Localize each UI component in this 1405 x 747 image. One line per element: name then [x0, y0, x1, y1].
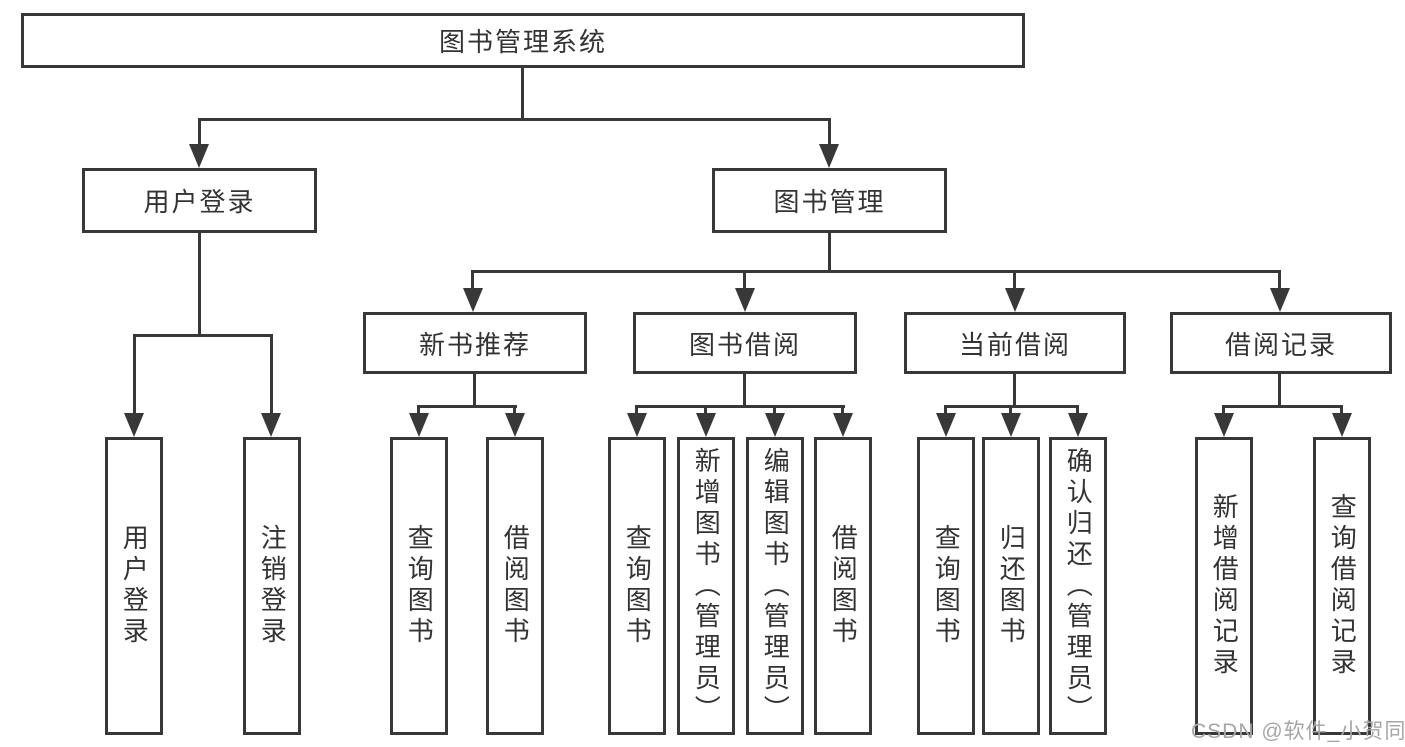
connector-line — [1013, 270, 1016, 290]
connector-line — [198, 118, 201, 146]
arrowhead-down-icon — [936, 413, 956, 437]
connector-line — [133, 334, 273, 337]
arrowhead-down-icon — [1001, 413, 1021, 437]
connector-line — [417, 405, 517, 408]
node-label: 当前借阅 — [958, 329, 1071, 360]
csdn-watermark: CSDN @软件_小贺同学 — [1191, 720, 1405, 743]
leaf-logout: 注销登录 — [243, 437, 301, 735]
node-label: 用户登录 — [143, 187, 256, 217]
node-label: 图书借阅 — [688, 329, 801, 360]
connector-line — [1222, 405, 1343, 408]
leaf-query-books-recommend: 查询图书 — [390, 437, 448, 735]
connector-line — [743, 270, 746, 290]
connector-line — [198, 118, 831, 121]
leaf-borrow-books-recommend: 借阅图书 — [486, 437, 544, 735]
leaf-label: 归还图书 — [996, 524, 1027, 648]
arrowhead-down-icon — [189, 144, 209, 168]
connector-line — [828, 118, 831, 146]
node-current-borrow: 当前借阅 — [904, 312, 1126, 374]
connector-line — [635, 405, 638, 415]
node-user-login: 用户登录 — [82, 168, 317, 233]
connector-line — [133, 334, 136, 416]
leaf-return-books: 归还图书 — [982, 437, 1040, 735]
leaf-label: 编辑图书（管理员） — [760, 446, 791, 726]
leaf-query-borrow-record: 查询借阅记录 — [1313, 437, 1371, 735]
node-new-book-recommend: 新书推荐 — [363, 312, 587, 374]
connector-line — [704, 405, 707, 415]
arrowhead-down-icon — [1005, 288, 1025, 312]
arrowhead-down-icon — [1214, 413, 1234, 437]
node-label: 图书管理系统 — [438, 27, 607, 57]
connector-line — [513, 405, 516, 415]
leaf-query-books-current: 查询图书 — [917, 437, 975, 735]
arrowhead-down-icon — [819, 144, 839, 168]
connector-line — [1340, 405, 1343, 415]
connector-line — [417, 405, 420, 415]
leaf-label: 查询图书 — [404, 524, 435, 648]
leaf-label: 借阅图书 — [828, 524, 859, 648]
leaf-add-books-admin: 新增图书（管理员） — [677, 437, 735, 735]
connector-line — [471, 270, 1281, 273]
node-label: 借阅记录 — [1224, 329, 1337, 360]
connector-line — [1076, 405, 1079, 415]
connector-line — [828, 233, 831, 273]
leaf-label: 新增借阅记录 — [1209, 493, 1240, 679]
connector-line — [743, 374, 746, 408]
leaf-borrow-books: 借阅图书 — [814, 437, 872, 735]
leaf-label: 用户登录 — [119, 524, 150, 648]
arrowhead-down-icon — [409, 413, 429, 437]
connector-line — [635, 405, 845, 408]
arrowhead-down-icon — [765, 413, 785, 437]
connector-line — [1222, 405, 1225, 415]
leaf-label: 查询借阅记录 — [1327, 493, 1358, 679]
connector-line — [1009, 405, 1012, 415]
leaf-query-books-borrow: 查询图书 — [608, 437, 666, 735]
arrowhead-down-icon — [261, 413, 281, 437]
leaf-label: 借阅图书 — [500, 524, 531, 648]
connector-line — [773, 405, 776, 415]
connector-line — [1278, 374, 1281, 408]
node-book-borrow: 图书借阅 — [633, 312, 857, 374]
leaf-confirm-return-admin: 确认归还（管理员） — [1049, 437, 1107, 735]
connector-line — [944, 405, 947, 415]
leaf-label: 确认归还（管理员） — [1063, 446, 1094, 726]
leaf-user-login: 用户登录 — [105, 437, 163, 735]
connector-line — [521, 68, 524, 118]
arrowhead-down-icon — [735, 288, 755, 312]
leaf-add-borrow-record: 新增借阅记录 — [1195, 437, 1253, 735]
node-borrow-records: 借阅记录 — [1170, 312, 1392, 374]
connector-line — [198, 233, 201, 337]
arrowhead-down-icon — [627, 413, 647, 437]
arrowhead-down-icon — [463, 288, 483, 312]
connector-line — [841, 405, 844, 415]
leaf-label: 新增图书（管理员） — [691, 446, 722, 726]
arrowhead-down-icon — [505, 413, 525, 437]
arrowhead-down-icon — [1068, 413, 1088, 437]
arrowhead-down-icon — [124, 413, 144, 437]
arrowhead-down-icon — [833, 413, 853, 437]
connector-line — [1013, 374, 1016, 408]
connector-line — [473, 374, 476, 408]
arrowhead-down-icon — [1332, 413, 1352, 437]
connector-line — [471, 270, 474, 290]
connector-line — [1278, 270, 1281, 290]
leaf-label: 查询图书 — [931, 524, 962, 648]
arrowhead-down-icon — [1270, 288, 1290, 312]
node-label: 图书管理 — [773, 187, 886, 217]
node-book-management: 图书管理 — [712, 168, 947, 233]
leaf-label: 查询图书 — [622, 524, 653, 648]
node-book-management-system: 图书管理系统 — [21, 13, 1025, 68]
connector-line — [270, 334, 273, 416]
leaf-label: 注销登录 — [257, 524, 288, 648]
node-label: 新书推荐 — [418, 329, 531, 360]
leaf-edit-books-admin: 编辑图书（管理员） — [746, 437, 804, 735]
arrowhead-down-icon — [696, 413, 716, 437]
